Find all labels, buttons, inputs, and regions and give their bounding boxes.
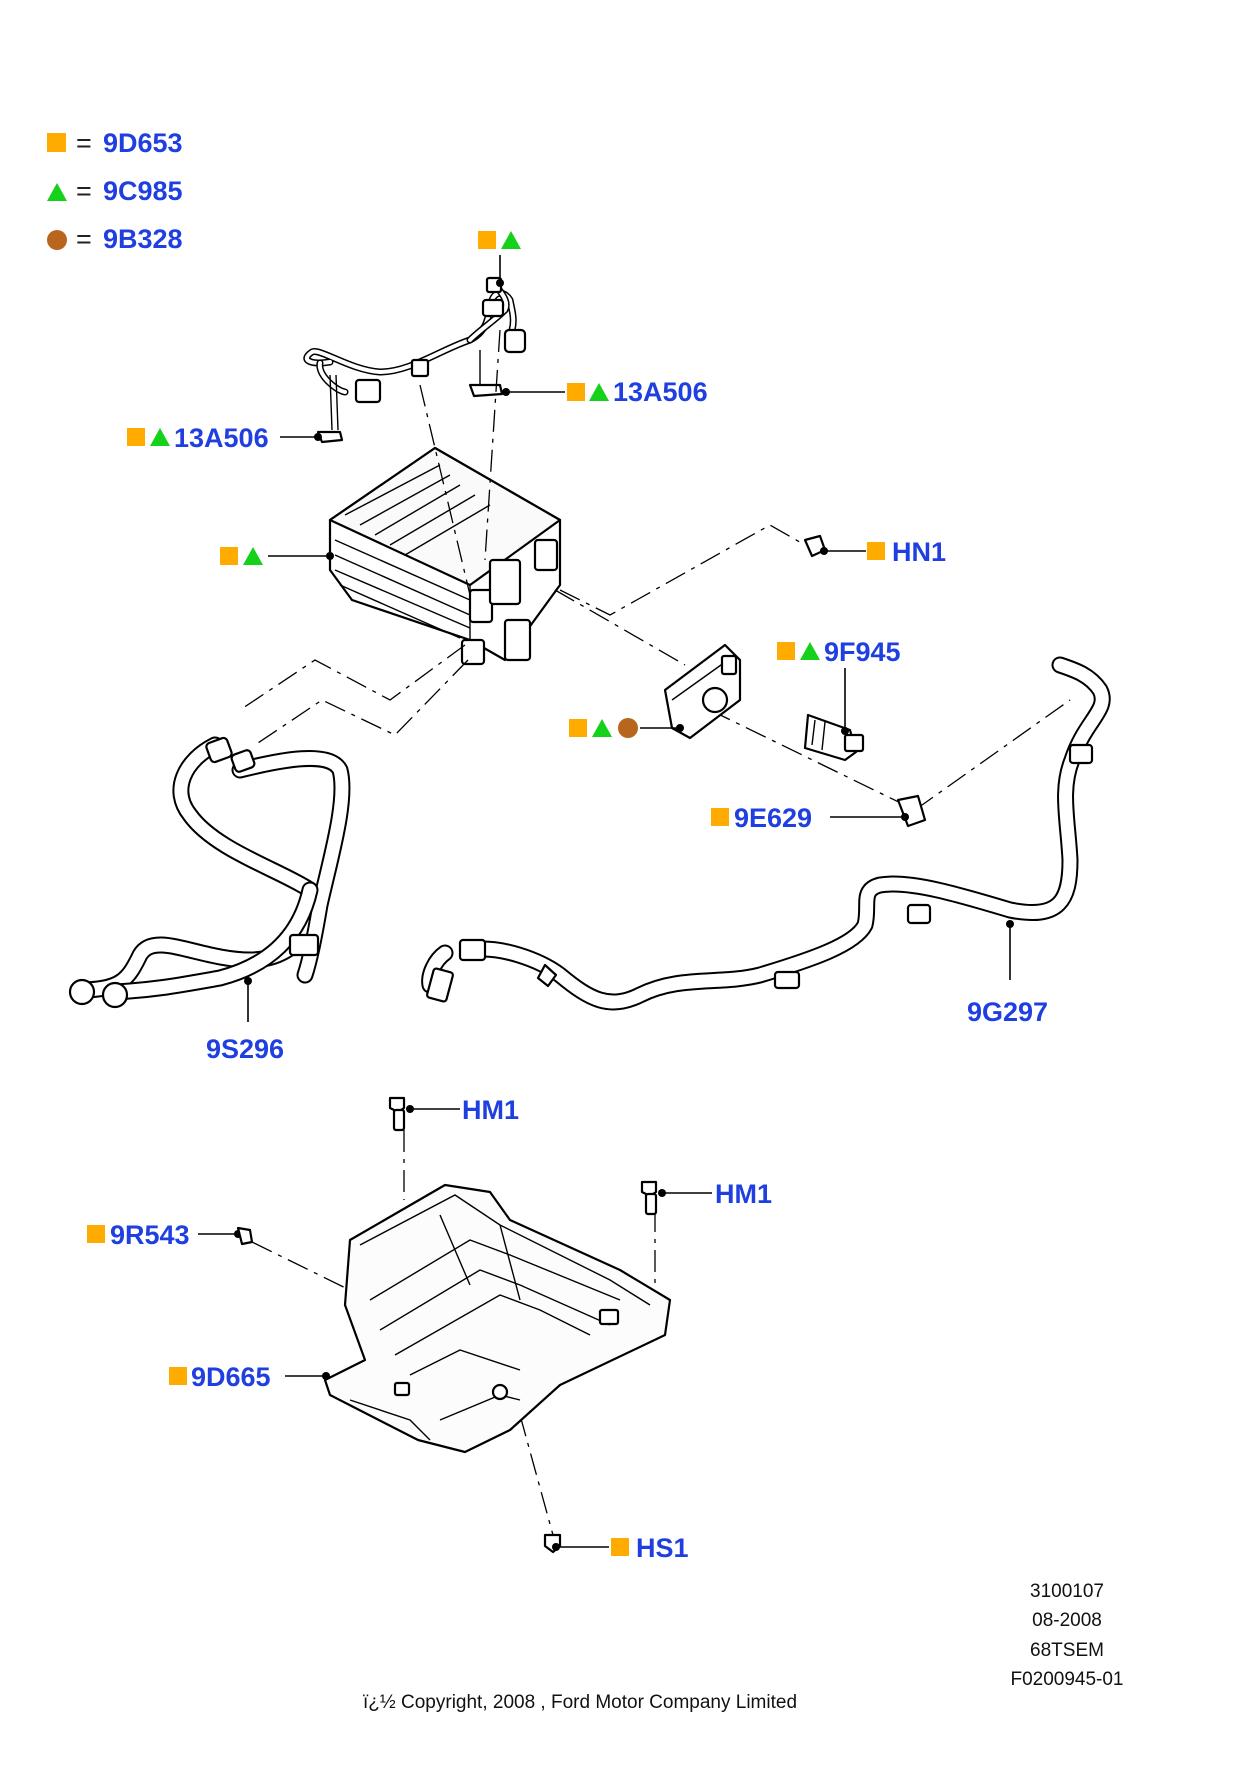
- legend-code: 9D653: [103, 128, 183, 158]
- footer: 3100107 08-2008 68TSEM F0200945-01 ï¿½ C…: [363, 1581, 1124, 1713]
- callout-label: HM1: [462, 1095, 519, 1125]
- hose-9s296: [68, 736, 351, 1009]
- dash-dot-lines: [239, 329, 1071, 1536]
- hose-9g297: [421, 656, 1111, 1011]
- green-triangle-icon: [589, 383, 609, 401]
- harness-connector: [481, 298, 505, 318]
- callout-9r543: 9R543: [87, 1220, 254, 1250]
- purge-valve: [803, 713, 865, 762]
- callout-13a506-right: 13A506: [502, 377, 708, 407]
- callout-label: 13A506: [174, 423, 269, 453]
- callout-9e629: 9E629: [711, 794, 927, 833]
- green-triangle-icon: [47, 183, 67, 201]
- legend-code: 9C985: [103, 176, 183, 206]
- callout-label: 9G297: [967, 997, 1048, 1027]
- orange-square-icon: [220, 547, 238, 565]
- canister-port: [533, 538, 559, 572]
- orange-square-icon: [87, 1225, 105, 1243]
- orange-square-icon: [127, 428, 145, 446]
- callout-9s296: 9S296: [206, 977, 284, 1064]
- callout-hm1-a: HM1: [388, 1095, 519, 1132]
- brown-circle-icon: [47, 230, 67, 250]
- callout-label: HS1: [636, 1533, 689, 1563]
- green-triangle-icon: [501, 231, 521, 249]
- legend: = 9D653 = 9C985 = 9B328: [47, 128, 183, 254]
- green-triangle-icon: [243, 547, 263, 565]
- orange-square-icon: [567, 383, 585, 401]
- callout-label: 9F945: [824, 637, 901, 667]
- callout-wire-top: [478, 231, 521, 287]
- callout-label: 9S296: [206, 1034, 284, 1064]
- legend-equals: =: [76, 224, 92, 254]
- model-code: 68TSEM: [1030, 1640, 1104, 1661]
- legend-equals: =: [76, 128, 92, 158]
- legend-code: 9B328: [103, 224, 183, 254]
- callout-9g297: 9G297: [967, 920, 1048, 1027]
- orange-square-icon: [169, 1367, 187, 1385]
- legend-equals: =: [76, 176, 92, 206]
- heat-shield: [323, 1183, 672, 1454]
- date: 08-2008: [1032, 1610, 1102, 1631]
- canister-port: [503, 618, 532, 662]
- ref-number: 3100107: [1030, 1581, 1104, 1602]
- orange-square-icon: [47, 133, 66, 152]
- harness-connector: [354, 378, 382, 404]
- orange-square-icon: [611, 1538, 629, 1556]
- orange-square-icon: [867, 542, 885, 560]
- brown-circle-icon: [618, 718, 638, 738]
- harness-connector: [503, 328, 527, 354]
- callout-label: 9D665: [191, 1362, 271, 1392]
- canister-port: [460, 638, 486, 666]
- wiring-harness: [303, 276, 527, 444]
- orange-square-icon: [777, 642, 795, 660]
- legend-item-circle: = 9B328: [47, 224, 183, 254]
- callout-label: 13A506: [613, 377, 708, 407]
- push-clip-icon: [236, 1226, 254, 1246]
- callout-label: HM1: [715, 1179, 772, 1209]
- harness-clip: [468, 383, 504, 398]
- callout-13a506-left: 13A506: [127, 423, 322, 453]
- orange-square-icon: [569, 719, 587, 737]
- charcoal-canister: [328, 446, 562, 666]
- green-triangle-icon: [592, 719, 612, 737]
- legend-item-square: = 9D653: [47, 128, 183, 158]
- legend-item-triangle: = 9C985: [47, 176, 183, 206]
- callout-canister: [220, 547, 334, 565]
- copyright: ï¿½ Copyright, 2008 , Ford Motor Company…: [363, 1692, 797, 1713]
- callout-9f945: 9F945: [777, 637, 901, 735]
- connector-9e629: [896, 794, 927, 828]
- green-triangle-icon: [150, 428, 170, 446]
- purge-filter: [663, 643, 742, 740]
- canister-port: [468, 588, 494, 624]
- callout-hs1: HS1: [543, 1533, 689, 1563]
- callout-label: 9R543: [110, 1220, 190, 1250]
- callout-hn1: HN1: [803, 534, 946, 567]
- callout-label: 9E629: [734, 803, 812, 833]
- orange-square-icon: [711, 808, 729, 826]
- orange-square-icon: [478, 231, 496, 249]
- figure-id: F0200945-01: [1010, 1669, 1123, 1690]
- green-triangle-icon: [800, 642, 820, 660]
- canister-port: [488, 558, 522, 606]
- callout-9d665: 9D665: [169, 1362, 330, 1392]
- callout-hm1-b: HM1: [640, 1179, 772, 1216]
- callout-filter: [569, 718, 684, 738]
- callout-label: HN1: [892, 537, 946, 567]
- harness-connector: [410, 358, 430, 378]
